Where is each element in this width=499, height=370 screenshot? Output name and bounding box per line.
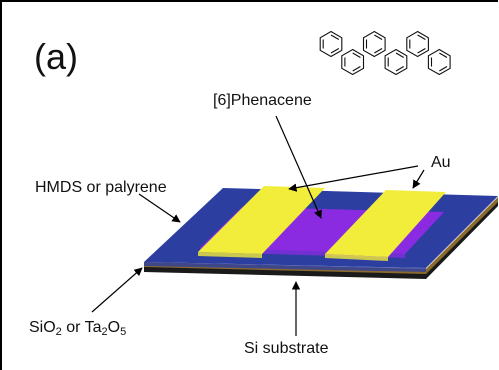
phenacene-ring [341,48,365,76]
phenacene-label: [6]Phenacene [213,92,312,109]
phenacene-double-bond [352,52,361,58]
phenacene-double-bond [395,52,404,58]
phenacene-ring [406,30,429,58]
si-substrate-layer [144,200,498,279]
phenacene-ring [384,48,408,76]
hmds-label: HMDS or palyrene [35,179,167,196]
phenacene-double-bond [395,66,404,72]
gold-electrode-right-edge [325,254,388,261]
panel-label: (a) [34,36,78,77]
phenacene-double-bond [330,34,340,40]
si-substrate-label: Si substrate [244,340,329,357]
oxide-label-b: O [107,319,121,336]
phenacene-double-bond [352,66,361,72]
oxide-label-a: SiO [29,319,56,336]
oxide-arrow [91,267,143,313]
oxide-label-a-sub: 2 [55,326,62,338]
phenacene-structure-icon [319,30,451,76]
gold-electrode-left [198,186,325,254]
oxide-label: SiO2 or Ta2O5 [29,319,127,338]
phenacene-double-bond [417,34,426,40]
oxide-label-b-sub1: 2 [101,326,108,338]
phenacene-ring [319,30,343,58]
phenacene-double-bond [374,48,383,54]
gold-electrode-right [325,190,446,257]
hmds-arrow [138,193,181,223]
gold-label: Au [431,154,451,171]
phenacene-double-bond [330,48,340,54]
phenacene-double-bond [439,66,448,72]
phenacene-double-bond [374,34,383,40]
phenacene-ring [362,30,386,58]
gold-electrode-left-edge [198,252,262,258]
oxide-label-b-sub2: 5 [120,326,127,338]
phenacene-double-bond [417,48,426,54]
phenacene-ring [427,48,451,76]
phenacene-double-bond [439,52,448,58]
phenacene-arrow [275,115,322,219]
gold-arrow-right [412,169,425,189]
oxide-label-mid: or Ta [61,319,102,336]
hmds-layer-front [144,262,426,272]
gold-arrow-left [288,165,419,192]
